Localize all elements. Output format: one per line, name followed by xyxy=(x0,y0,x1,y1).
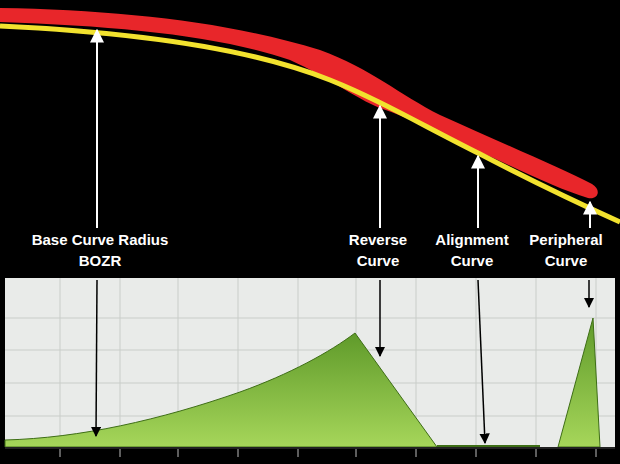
tick xyxy=(120,449,121,457)
chart-panel xyxy=(5,278,615,448)
grid-line xyxy=(536,278,537,448)
grid xyxy=(5,278,615,448)
grid-line xyxy=(120,278,121,448)
tick xyxy=(178,449,179,457)
part-label: Alignment Curve xyxy=(425,229,519,271)
part-label: Base Curve Radius BOZR xyxy=(22,229,178,271)
pointer-line xyxy=(588,280,590,307)
cornea-line xyxy=(0,26,620,222)
pointer-line xyxy=(96,30,98,228)
grid-line xyxy=(476,278,477,448)
clearance-area xyxy=(558,318,600,447)
tick xyxy=(238,449,239,457)
grid-line xyxy=(60,278,61,448)
pointer-line xyxy=(379,106,381,228)
tick xyxy=(476,449,477,457)
part-label: Peripheral Curve xyxy=(519,229,613,271)
clearance-area xyxy=(5,333,437,447)
pointer-line xyxy=(589,202,591,228)
clearance-area xyxy=(437,445,540,447)
tick xyxy=(536,449,537,457)
pointer-line xyxy=(477,156,479,228)
tick xyxy=(356,449,357,457)
part-label: Reverse Curve xyxy=(340,229,416,271)
axis-line xyxy=(5,447,615,449)
tick xyxy=(416,449,417,457)
pointer-line xyxy=(478,280,485,443)
tick xyxy=(60,449,61,457)
axis-ticks xyxy=(60,449,596,457)
pointer-line xyxy=(96,280,97,436)
tick xyxy=(298,449,299,457)
tick xyxy=(596,449,597,457)
pointer-line xyxy=(379,280,381,356)
